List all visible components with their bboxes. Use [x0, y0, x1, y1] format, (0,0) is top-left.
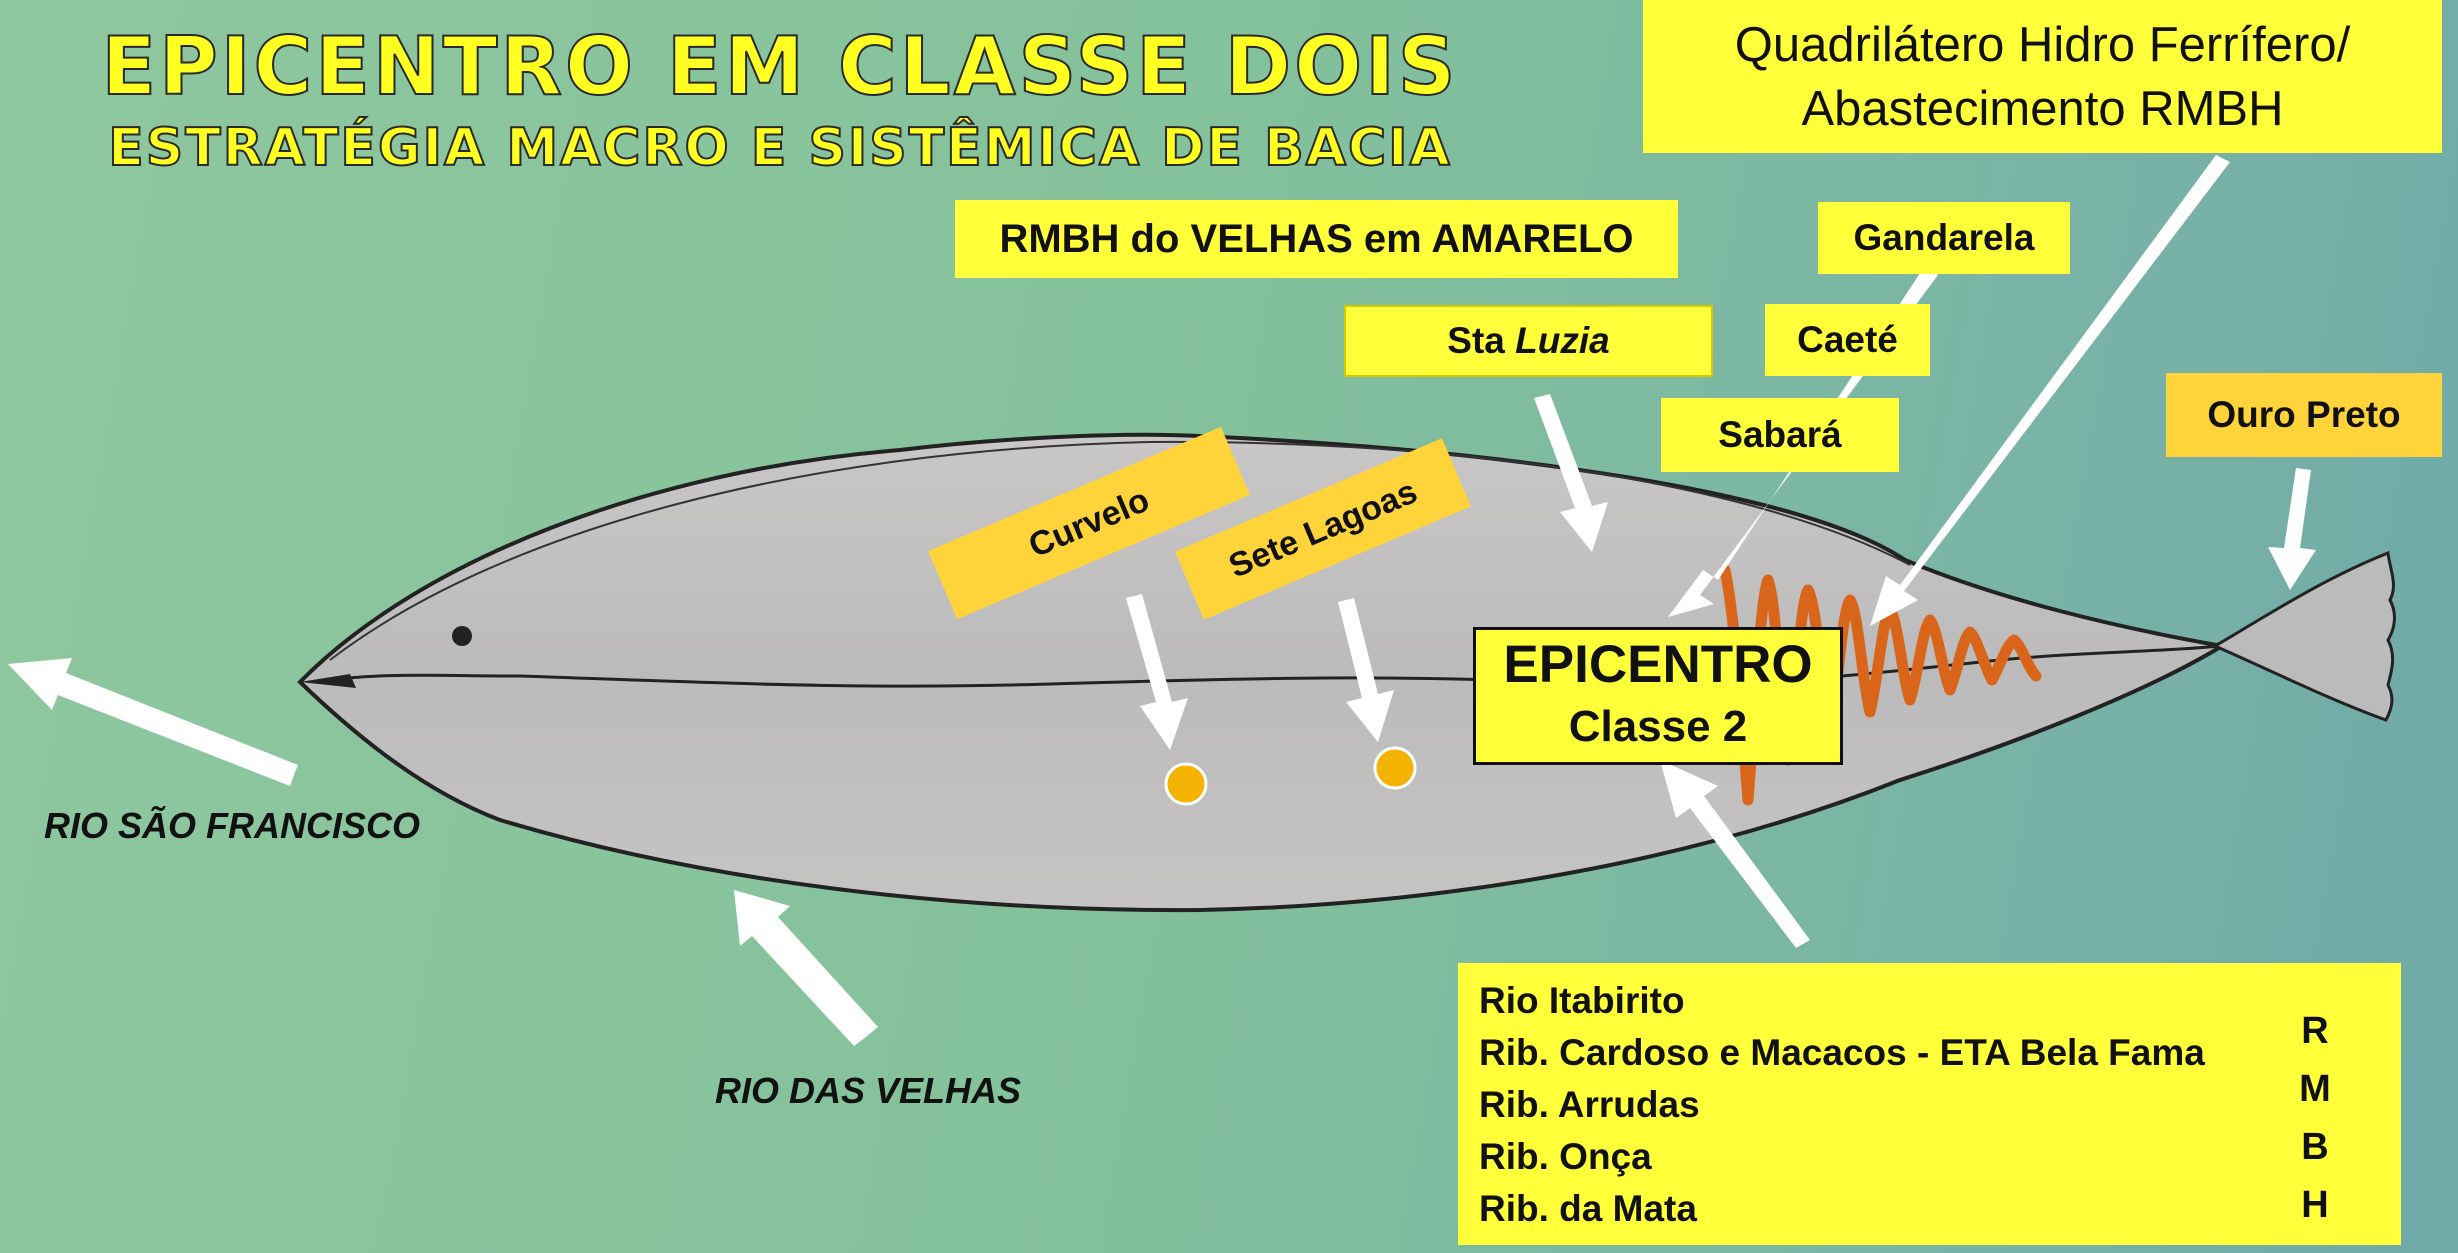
- ouro-preto-label: Ouro Preto: [2166, 373, 2442, 457]
- rmbh-letter: B: [2301, 1126, 2329, 1168]
- eta-bela-fama: ETA Bela Fama: [1939, 1032, 2205, 1073]
- tributary-cardoso-text: Rib. Cardoso e Macacos -: [1479, 1032, 1940, 1073]
- arrow-sete-lagoas: [1338, 598, 1394, 742]
- tributary-mata: Rib. da Mata: [1479, 1188, 1697, 1229]
- tributaries-box: Rio Itabirito Rib. Cardoso e Macacos - E…: [1458, 963, 2401, 1245]
- quadrilatero-line2: Abastecimento RMBH: [1801, 81, 2284, 136]
- fish-eye: [452, 626, 472, 646]
- caete-label: Caeté: [1765, 304, 1930, 376]
- rmbh-letter: R: [2301, 1010, 2329, 1052]
- arrow-tributaries: [1660, 760, 1810, 948]
- fish-body: [297, 432, 2228, 913]
- rmbh-letter: H: [2301, 1184, 2329, 1226]
- sta-luzia-label: Sta Luzia: [1344, 305, 1713, 377]
- sabara-label: Sabará: [1661, 398, 1899, 472]
- page-subtitle: ESTRATÉGIA MACRO E SISTÊMICA DE BACIA: [107, 117, 1452, 179]
- tributary-arrudas: Rib. Arrudas: [1479, 1084, 1700, 1125]
- luzia-label: Luzia: [1515, 320, 1610, 361]
- rio-das-velhas-label: RIO DAS VELHAS: [715, 1070, 1022, 1111]
- rmbh-velhas-label: RMBH do VELHAS em AMARELO: [955, 200, 1678, 278]
- tributary-cardoso: Rib. Cardoso e Macacos - ETA Bela Fama: [1479, 1027, 2401, 1079]
- quadrilatero-label: Quadrilátero Hidro Ferrífero/ Abastecime…: [1643, 0, 2442, 153]
- rmbh-vertical-label: R M B H: [2295, 1002, 2335, 1234]
- sta-label: Sta: [1447, 320, 1505, 361]
- tremor-wave: [1719, 564, 2042, 806]
- fish-upper-edge: [329, 440, 1911, 661]
- epicentro-box: EPICENTRO Classe 2: [1473, 627, 1843, 765]
- arrow-quadrilatero: [1870, 155, 2230, 626]
- rmbh-letter: M: [2299, 1068, 2331, 1110]
- fish-mouth: [300, 674, 356, 688]
- tributary-itabirito: Rio Itabirito: [1479, 980, 1685, 1021]
- page-title: EPICENTRO EM CLASSE DOIS: [100, 19, 1459, 114]
- arrow-curvelo: [1126, 594, 1188, 750]
- arrow-rio-sao-francisco: [8, 658, 298, 786]
- curvelo-city-dot: [1164, 762, 1208, 806]
- epicentro-class: Classe 2: [1568, 702, 1748, 751]
- arrow-sta-luzia: [1534, 394, 1608, 552]
- gandarela-label: Gandarela: [1818, 202, 2070, 274]
- quadrilatero-line1: Quadrilátero Hidro Ferrífero/: [1734, 17, 2351, 72]
- tributary-onca: Rib. Onça: [1479, 1136, 1652, 1177]
- epicentro-title: EPICENTRO: [1503, 635, 1813, 694]
- sete-lagoas-city-dot: [1373, 746, 1417, 790]
- arrow-ouro-preto: [2268, 468, 2316, 590]
- rio-sao-francisco-label: RIO SÃO FRANCISCO: [44, 805, 421, 846]
- fish-tail: [2211, 550, 2396, 722]
- arrow-rio-das-velhas: [734, 890, 878, 1046]
